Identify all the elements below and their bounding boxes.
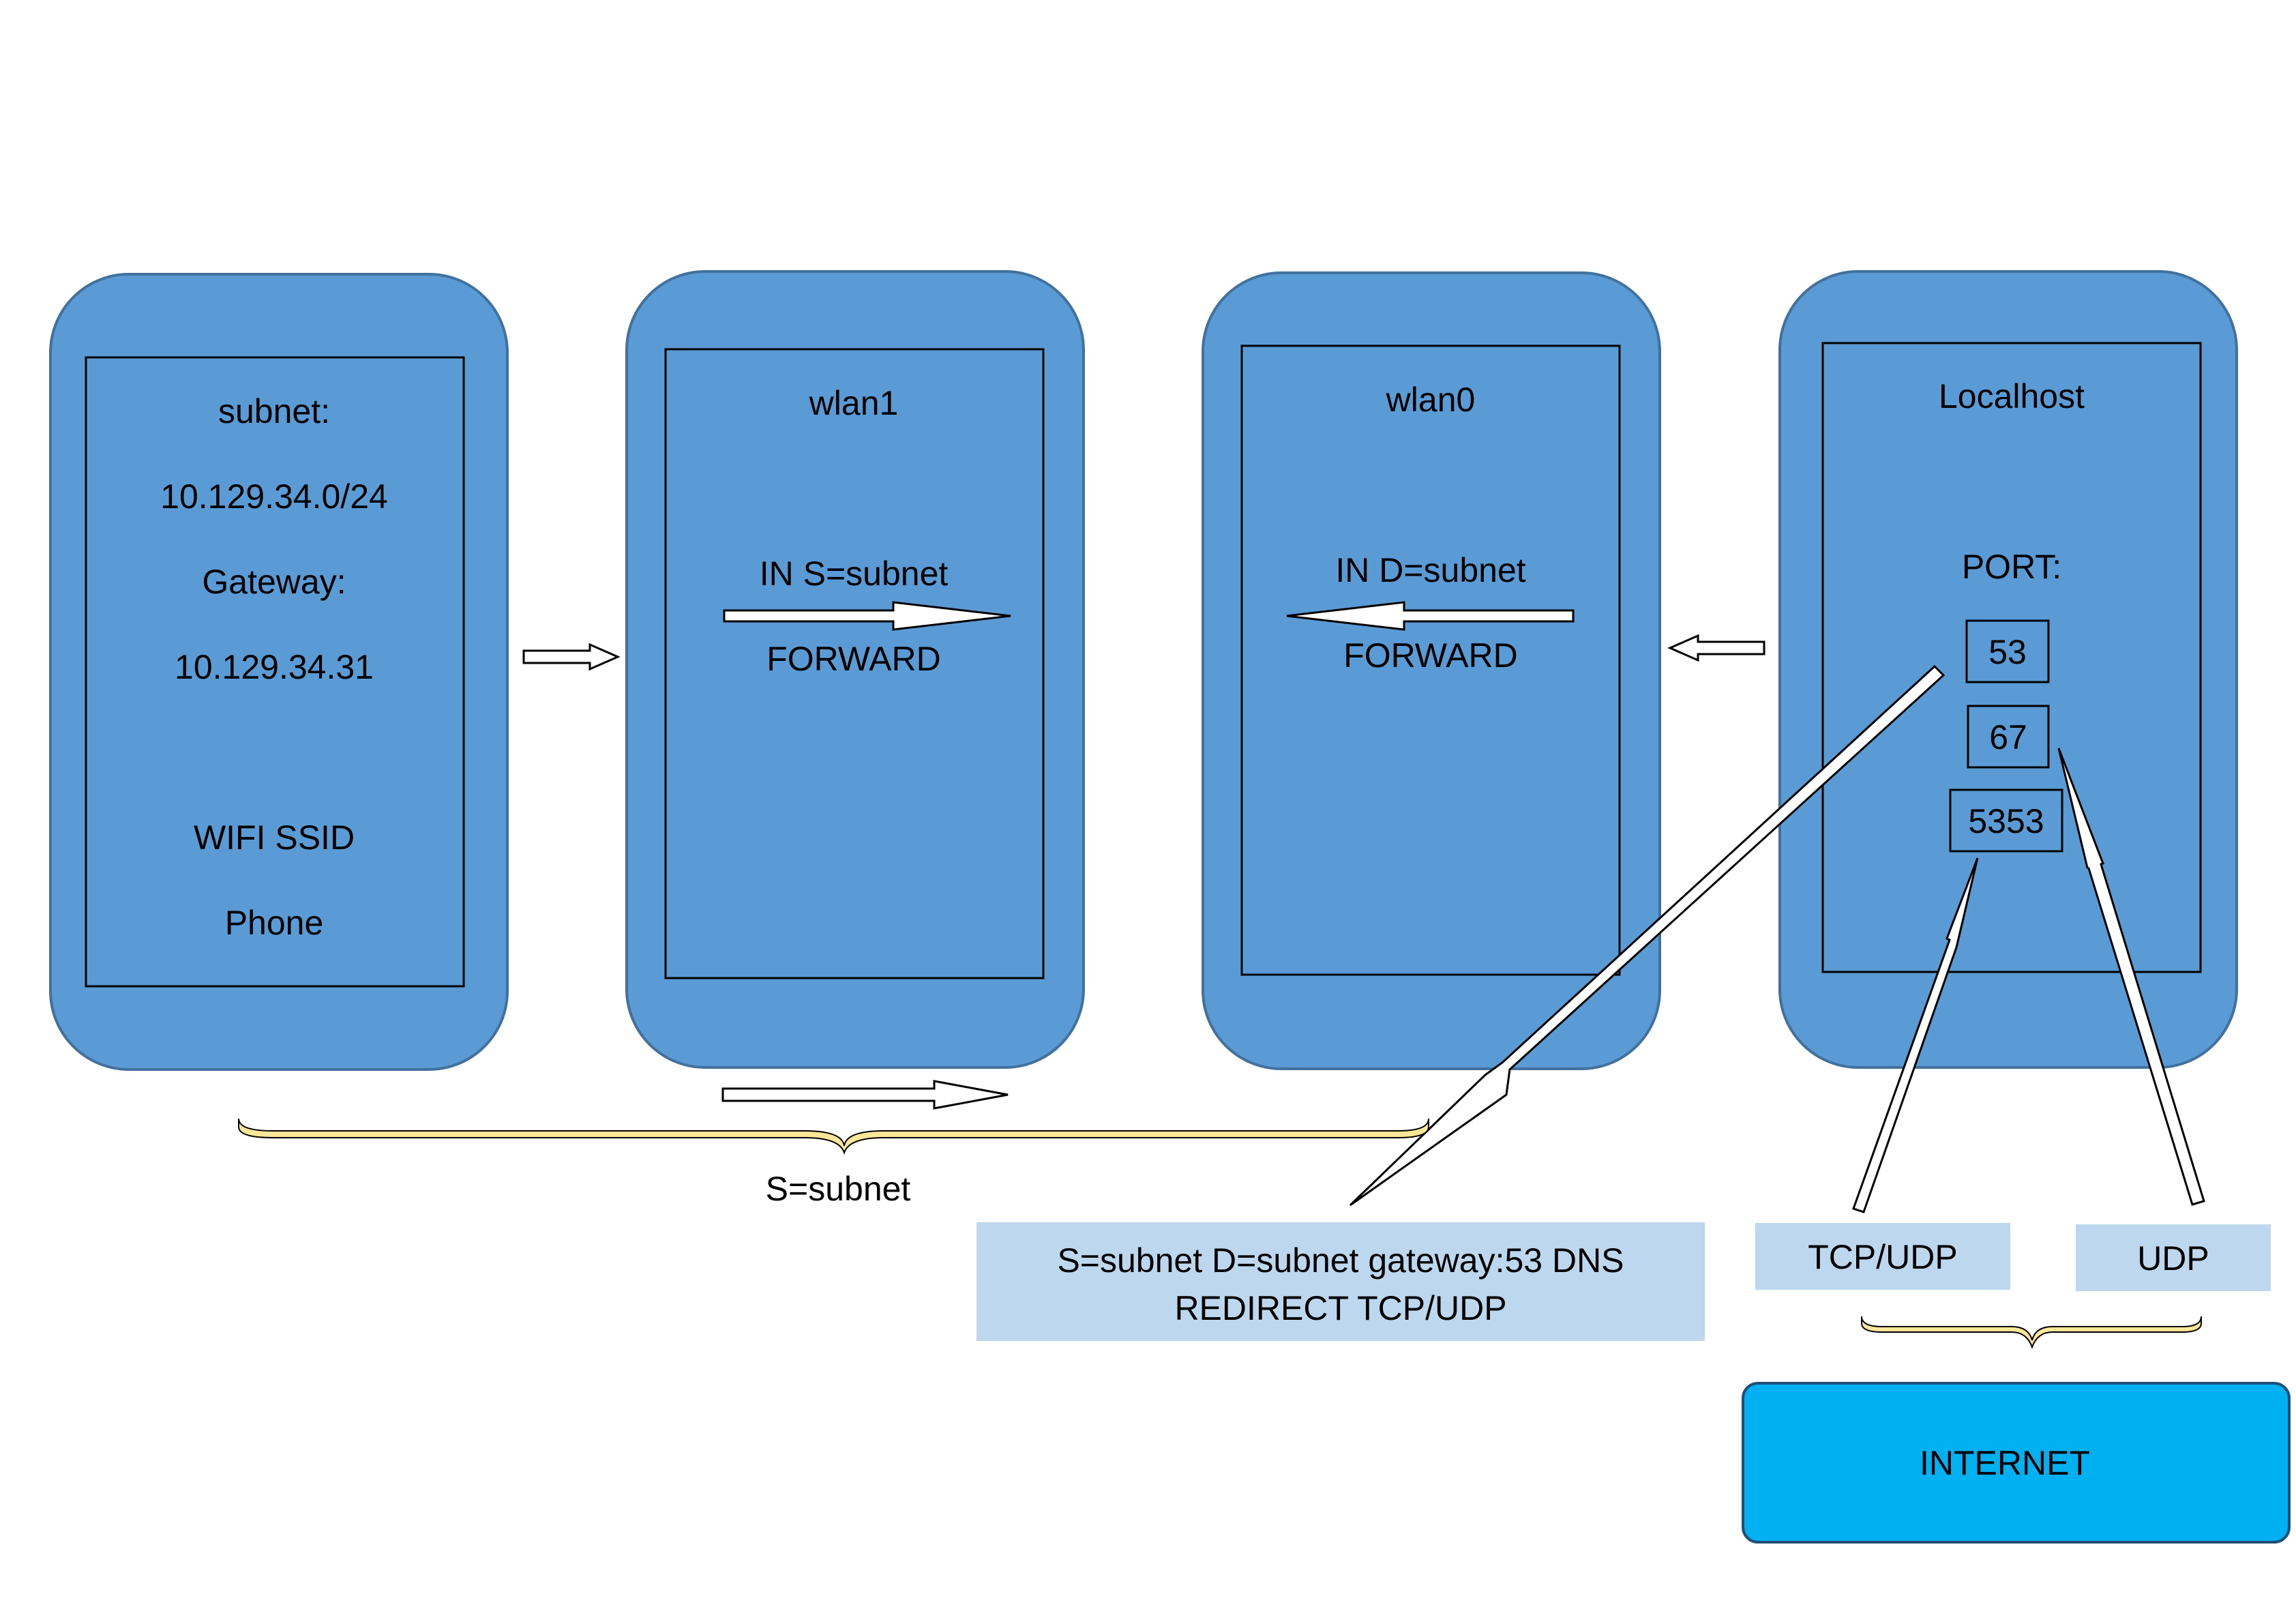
client-line-gateway-label: Gateway: — [202, 563, 346, 601]
client-line-ssid-label: WIFI SSID — [194, 818, 355, 857]
client-device: subnet: 10.129.34.0/24 Gateway: 10.129.3… — [49, 273, 509, 1071]
port-67-label: 67 — [1989, 718, 2027, 756]
dns-rule-line2: REDIRECT TCP/UDP — [1174, 1289, 1506, 1327]
wlan0-title: wlan0 — [1386, 381, 1476, 419]
wlan0-device-shape — [1202, 271, 1661, 1070]
wlan1-forward-arrow — [723, 601, 1011, 631]
port-5353-label: 5353 — [1968, 802, 2044, 840]
port-53-box — [1965, 619, 2050, 683]
tcp-udp-label: TCP/UDP — [1808, 1238, 1957, 1276]
localhost-device: Localhost PORT: 53 67 5353 — [1778, 270, 2238, 1069]
localhost-title: Localhost — [1939, 377, 2085, 415]
wlan0-device: wlan0 IN D=subnet FORWARD — [1202, 271, 1661, 1070]
tcp-udp-box — [1755, 1223, 2010, 1290]
client-device-shape — [49, 273, 509, 1071]
localhost-to-wlan0-arrow — [1667, 634, 1765, 662]
dns-rule-line1: S=subnet D=subnet gateway:53 DNS — [1057, 1241, 1624, 1280]
dns-rule-box — [976, 1222, 1705, 1341]
wlan0-rule: IN D=subnet — [1335, 551, 1525, 589]
port-5353-box — [1949, 788, 2063, 853]
port-53-label: 53 — [1988, 633, 2027, 671]
internet-brace — [1861, 1316, 2202, 1349]
subnet-brace — [238, 1118, 1429, 1155]
client-line-ssid-value: Phone — [225, 904, 324, 942]
internet-box — [1742, 1382, 2291, 1544]
wlan1-rule: IN S=subnet — [760, 555, 949, 593]
wlan1-inner-box — [664, 348, 1045, 979]
wlan0-forward-arrow — [1286, 601, 1575, 631]
dns-redirect-arrow — [1349, 664, 1945, 1207]
tcp-udp-up-arrow — [1852, 857, 1979, 1213]
client-info-box — [85, 356, 465, 988]
client-line-subnet-value: 10.129.34.0/24 — [160, 477, 388, 516]
wlan1-action: FORWARD — [766, 640, 941, 678]
wlan1-title: wlan1 — [809, 384, 899, 422]
port-67-box — [1967, 705, 2050, 769]
subnet-brace-label: S=subnet — [766, 1170, 911, 1208]
subnet-forward-arrow — [721, 1080, 1009, 1110]
udp-box — [2076, 1224, 2271, 1291]
udp-up-arrow — [2057, 748, 2205, 1206]
wlan0-action: FORWARD — [1343, 636, 1518, 675]
client-line-gateway-value: 10.129.34.31 — [175, 648, 374, 686]
localhost-port-label: PORT: — [1962, 548, 2061, 586]
udp-label: UDP — [2137, 1239, 2209, 1278]
wlan0-inner-box — [1240, 344, 1621, 976]
localhost-device-shape — [1778, 270, 2238, 1069]
client-line-subnet-label: subnet: — [218, 392, 330, 430]
internet-label: INTERNET — [1920, 1444, 2090, 1482]
localhost-inner-box — [1821, 342, 2202, 973]
client-to-wlan1-arrow — [522, 643, 621, 671]
wlan1-device: wlan1 IN S=subnet FORWARD — [625, 270, 1085, 1069]
wlan1-device-shape — [625, 270, 1085, 1069]
